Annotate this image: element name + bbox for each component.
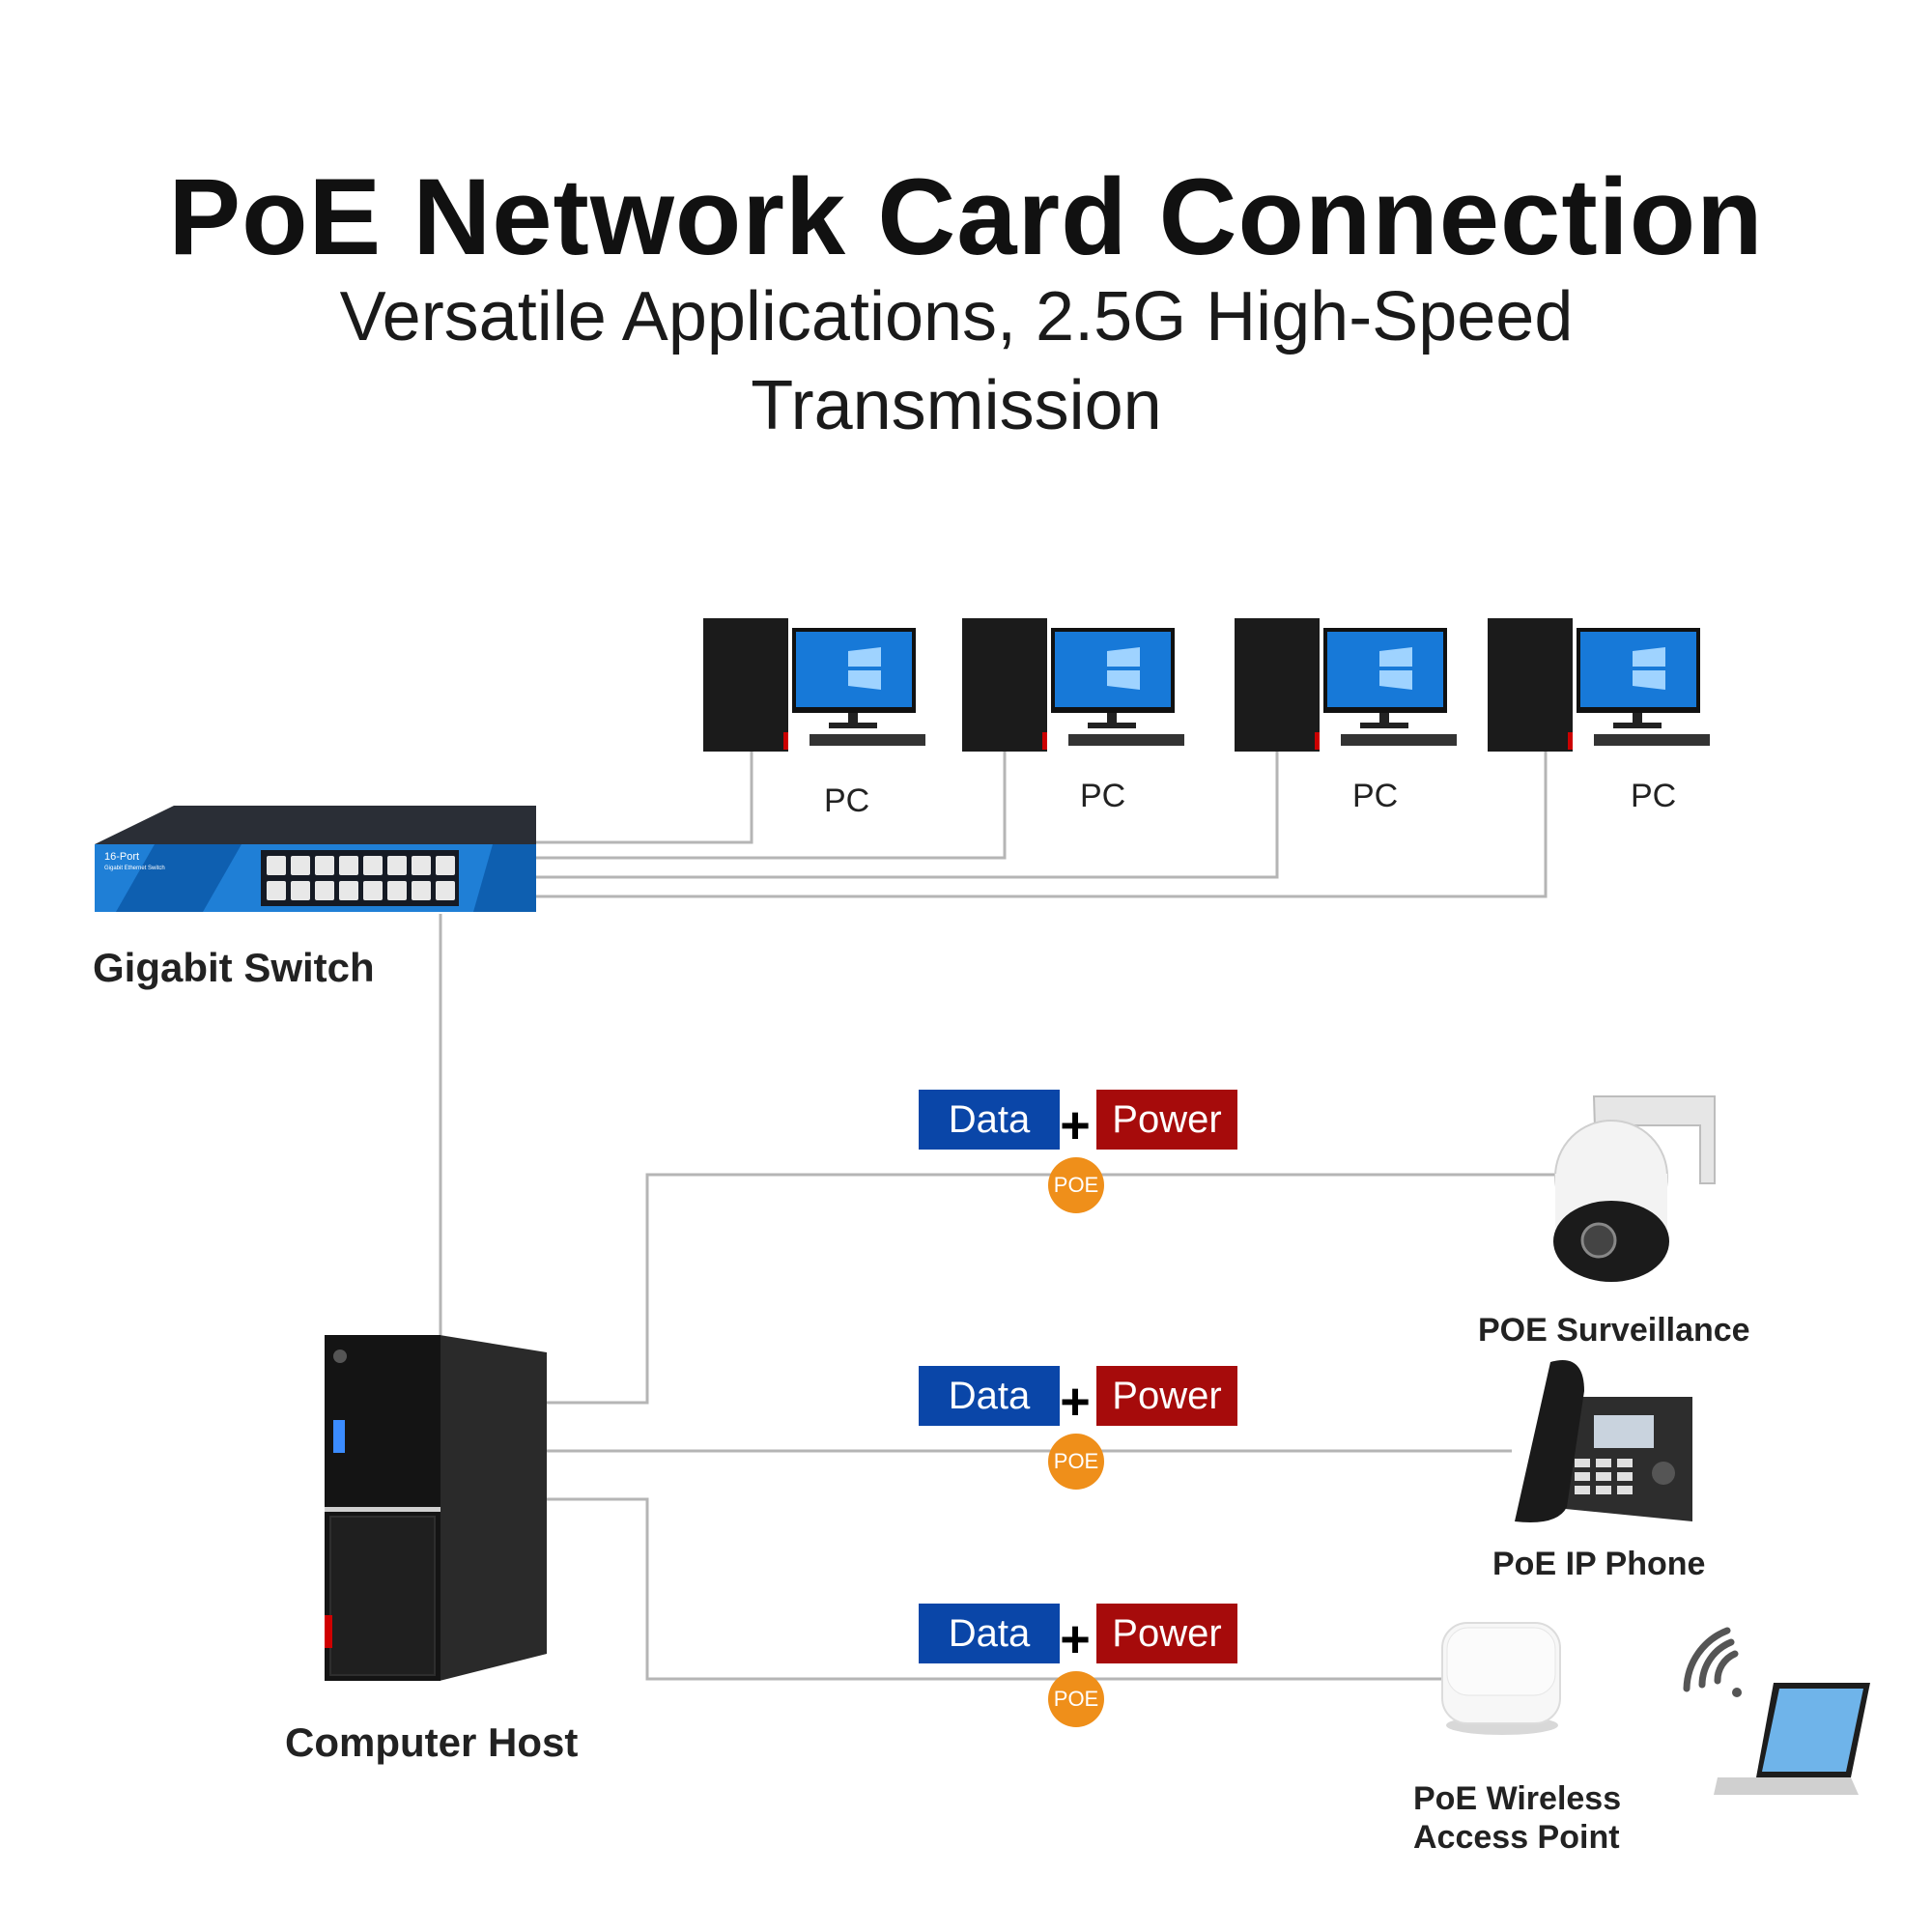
- access-point-label-line-2: Access Point: [1413, 1819, 1620, 1856]
- pc-2: [962, 618, 1184, 752]
- page-title: PoE Network Card Connection: [168, 156, 1764, 277]
- pc-keyboard: [810, 734, 925, 746]
- wifi-icon: [1683, 1627, 1742, 1697]
- plus-sign: +: [1060, 1610, 1091, 1668]
- pc-tower-accent: [1315, 732, 1320, 750]
- switch-label: Gigabit Switch: [93, 945, 375, 990]
- pc-base: [1613, 723, 1662, 728]
- pc-stand: [1633, 713, 1642, 724]
- camera-label: POE Surveillance: [1478, 1312, 1750, 1349]
- pc-tower: [1235, 618, 1320, 752]
- switch-ports: [267, 856, 455, 900]
- pc-screen: [796, 632, 912, 707]
- pc-label-2: PC: [1080, 778, 1126, 814]
- pc-tower: [703, 618, 788, 752]
- phone-label: PoE IP Phone: [1492, 1546, 1706, 1582]
- laptop-base: [1714, 1777, 1859, 1795]
- power-tag: Power: [1096, 1604, 1237, 1663]
- pc-tower: [962, 618, 1047, 752]
- poe-badge: POE: [1048, 1671, 1104, 1727]
- subtitle-line-2: Transmission: [751, 367, 1162, 444]
- wifi-dot: [1732, 1688, 1742, 1697]
- switch-panel-subtitle: Gigabit Ethernet Switch: [104, 866, 165, 871]
- subtitle-line-1: Versatile Applications, 2.5G High-Speed: [339, 278, 1574, 355]
- gigabit-switch: 16-Port Gigabit Ethernet Switch: [95, 806, 536, 912]
- cable-pc-3: [536, 752, 1279, 879]
- access-point-label: PoE Wireless Access Point: [1413, 1779, 1621, 1857]
- host-accent: [325, 1615, 332, 1648]
- pc-tower: [1488, 618, 1573, 752]
- pc-label-1: PC: [824, 782, 870, 819]
- poe-badge: POE: [1048, 1434, 1104, 1490]
- switch-panel-title: 16-Port: [104, 851, 139, 863]
- host-grille: [329, 1516, 436, 1676]
- pc-4: [1488, 618, 1710, 752]
- pc-keyboard: [1594, 734, 1710, 746]
- poe-camera-device: [1553, 1095, 1716, 1282]
- host-usb-ports: [333, 1420, 345, 1453]
- switch-pc-cables: [439, 752, 1548, 1338]
- pc-base: [1088, 723, 1136, 728]
- cable-pc-4: [536, 752, 1548, 898]
- phone-navigation-icon: [1652, 1462, 1675, 1485]
- pc-keyboard: [1068, 734, 1184, 746]
- data-tag: Data: [919, 1366, 1060, 1426]
- pc-tower-accent: [1568, 732, 1573, 750]
- page-subtitle: Versatile Applications, 2.5G High-Speed …: [290, 272, 1623, 450]
- ap-top: [1446, 1627, 1556, 1696]
- pc-stand: [848, 713, 858, 724]
- pc-1: [703, 618, 925, 752]
- power-button-icon: [333, 1350, 347, 1363]
- power-tag: Power: [1096, 1090, 1237, 1150]
- pc-keyboard: [1341, 734, 1457, 746]
- pc-screen: [1580, 632, 1696, 707]
- laptop-display: [1762, 1689, 1863, 1772]
- phone-handset: [1515, 1360, 1584, 1522]
- host-divider: [325, 1507, 440, 1512]
- computer-host: [325, 1335, 547, 1681]
- pc-label-4: PC: [1631, 778, 1677, 814]
- data-tag: Data: [919, 1604, 1060, 1663]
- phone-keypad: [1575, 1459, 1633, 1494]
- windows-logo-icon: [1379, 647, 1412, 690]
- windows-logo-icon: [1633, 647, 1665, 690]
- switch-front-stripe: [116, 844, 242, 912]
- ip-phone-device: [1515, 1360, 1692, 1522]
- plus-sign: +: [1060, 1373, 1091, 1431]
- phone-screen: [1594, 1415, 1654, 1448]
- power-tag: Power: [1096, 1366, 1237, 1426]
- windows-logo-icon: [848, 647, 881, 690]
- plus-sign: +: [1060, 1096, 1091, 1154]
- cable-ap: [547, 1497, 1449, 1681]
- pc-tower-accent: [1042, 732, 1047, 750]
- laptop-icon: [1714, 1683, 1870, 1795]
- host-side: [440, 1335, 547, 1681]
- camera-lens: [1580, 1222, 1617, 1259]
- cable-pc-1: [536, 752, 753, 844]
- data-tag: Data: [919, 1090, 1060, 1150]
- pc-stand: [1379, 713, 1389, 724]
- pc-stand: [1107, 713, 1117, 724]
- windows-logo-icon: [1107, 647, 1140, 690]
- pc-base: [1360, 723, 1408, 728]
- pc-3: [1235, 618, 1457, 752]
- switch-top: [95, 806, 536, 844]
- switch-right-stripe: [473, 844, 536, 912]
- pc-base: [829, 723, 877, 728]
- pc-tower-accent: [783, 732, 788, 750]
- pc-screen: [1055, 632, 1171, 707]
- cable-pc-2: [536, 752, 1007, 860]
- pc-label-3: PC: [1352, 778, 1399, 814]
- access-point-label-line-1: PoE Wireless: [1413, 1780, 1622, 1817]
- host-label: Computer Host: [285, 1719, 579, 1765]
- access-point-device: [1441, 1622, 1561, 1735]
- pc-screen: [1327, 632, 1443, 707]
- poe-badge: POE: [1048, 1157, 1104, 1213]
